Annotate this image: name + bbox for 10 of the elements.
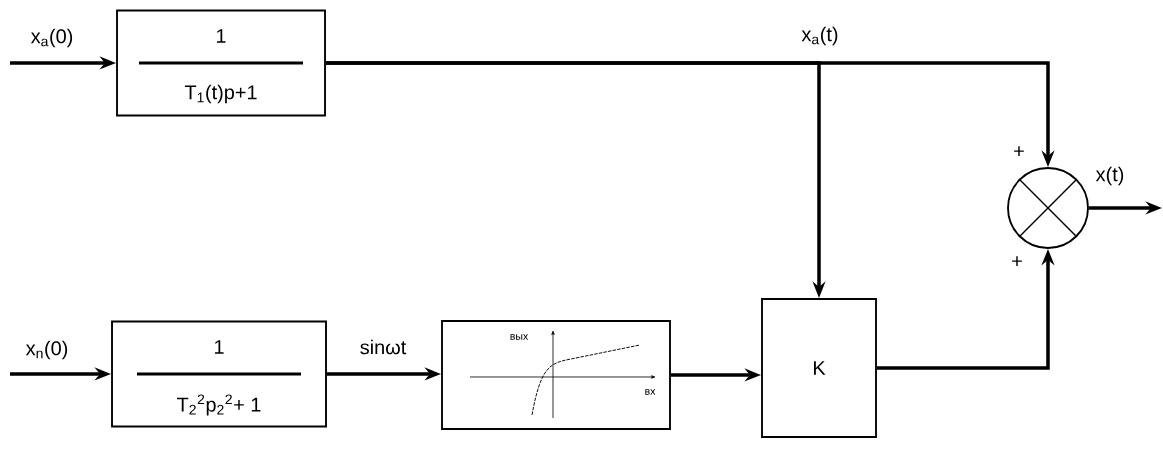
summing-junction (1007, 167, 1089, 249)
nonlinear-block: вых вх (441, 320, 671, 430)
edge-label: x$_{a}$(0) (30, 28, 73, 48)
edge-label: x$_{a}$(t) (801, 26, 838, 46)
transfer-function-block: 1 T$_{1}$(t)p+1 (116, 9, 326, 117)
transfer-function-block: 1 T$_{2}$$^{2}$p$_{2}$$^{2}$+ 1 (111, 320, 327, 428)
gain-block: K (761, 298, 877, 438)
edge-label: x(t) (1095, 166, 1124, 186)
edge-label: sinωt (360, 339, 407, 355)
edge-label: x$_{n}$(0) (25, 340, 68, 360)
